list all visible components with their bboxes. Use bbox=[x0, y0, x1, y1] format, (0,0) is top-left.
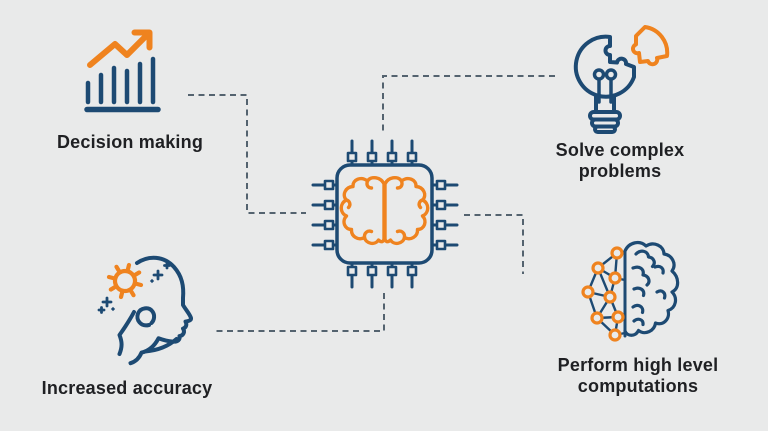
label-line: Increased accuracy bbox=[41, 378, 213, 398]
label-line: Decision making bbox=[56, 132, 204, 152]
chip-pins bbox=[311, 139, 459, 289]
chart-bars bbox=[84, 56, 161, 113]
label-line: Perform high level bbox=[557, 355, 719, 375]
head-profile bbox=[117, 255, 194, 366]
network-nodes bbox=[581, 246, 625, 342]
bulb-body bbox=[573, 34, 636, 134]
label-line: computations bbox=[577, 376, 699, 396]
feature-label-solve-complex-problems: Solve complex problems bbox=[500, 140, 740, 182]
brain-outline bbox=[339, 175, 430, 246]
connector-perform-computations bbox=[464, 214, 524, 274]
gear-icon bbox=[106, 262, 144, 300]
feature-label-increased-accuracy: Increased accuracy bbox=[7, 378, 247, 399]
connector-solve-complex-problems bbox=[382, 75, 555, 134]
brain-half bbox=[623, 240, 680, 337]
lightbulb-puzzle-icon bbox=[573, 25, 670, 134]
bar-chart-growth-icon bbox=[84, 29, 161, 113]
connector-decision-making bbox=[188, 94, 306, 214]
label-line: Solve complex bbox=[555, 140, 685, 160]
cpu-brain-icon bbox=[311, 139, 459, 289]
brain-network-icon bbox=[581, 240, 680, 342]
growth-arrow bbox=[87, 29, 153, 68]
puzzle-piece bbox=[631, 25, 670, 67]
label-line: problems bbox=[578, 161, 662, 181]
feature-label-decision-making: Decision making bbox=[10, 132, 250, 153]
human-head-gear-icon bbox=[97, 255, 194, 366]
feature-label-perform-computations: Perform high level computations bbox=[518, 355, 758, 397]
connector-increased-accuracy bbox=[214, 293, 385, 332]
